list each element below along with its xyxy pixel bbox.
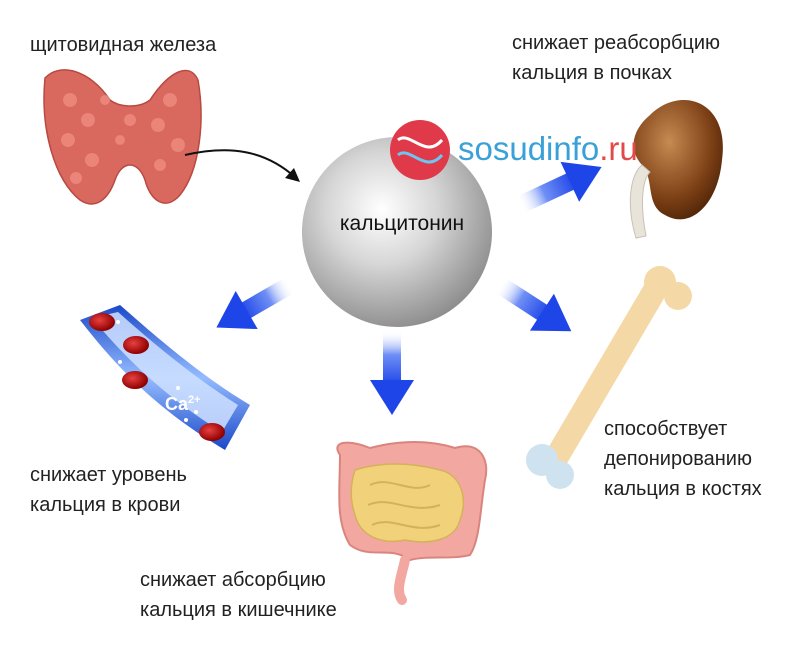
kidney-caption-line: кальция в почках (512, 62, 672, 84)
brand-name: sosudinfo (458, 130, 600, 167)
red-blood-cell (122, 371, 148, 389)
red-blood-cell (123, 336, 149, 354)
bone-caption-line: депонированию (604, 448, 752, 470)
calcium-ion-label: Ca2+ (165, 394, 201, 415)
intestine-caption-line: кальция в кишечнике (140, 599, 337, 621)
arrow-to-kidney (516, 161, 602, 214)
calcium-symbol: Ca (165, 394, 189, 414)
kidney-caption-line: снижает реабсорбцию (512, 32, 721, 54)
calcium-charge: 2+ (188, 394, 201, 406)
blood-caption-line: снижает уровень (30, 464, 187, 486)
bone-icon (526, 266, 692, 489)
bone-caption-line: кальция в костях (604, 478, 762, 500)
brand-tld: .ru (599, 130, 638, 167)
arrow-to-intestine (370, 330, 414, 415)
blood-caption-line: кальция в крови (30, 494, 181, 516)
intestine-icon (336, 441, 488, 605)
calcitonin-sphere (302, 137, 492, 327)
thyroid-arrowhead (285, 168, 300, 182)
thyroid-caption-line: щитовидная железа (30, 34, 217, 56)
arrow-to-bone (495, 277, 572, 332)
calcitonin-label: кальцитонин (339, 212, 465, 235)
red-blood-cell (89, 313, 115, 331)
intestine-caption-line: снижает абсорбцию (140, 569, 326, 591)
arrow-to-blood (216, 277, 295, 330)
thyroid-gland-icon (43, 69, 202, 205)
thyroid-caption: щитовидная железа (30, 30, 216, 60)
intestine-caption: снижает абсорбцию кальция в кишечнике (140, 565, 337, 625)
brand-watermark: sosudinfo.ru (458, 130, 638, 168)
red-blood-cell (199, 423, 225, 441)
blood-vessel-icon (80, 305, 250, 450)
blood-caption: снижает уровень кальция в крови (30, 460, 187, 520)
bone-caption-line: способствует (604, 418, 728, 440)
kidney-caption: снижает реабсорбцию кальция в почках (512, 28, 720, 88)
thyroid-to-calcitonin-arrow (184, 149, 297, 179)
brand-logo-icon (390, 120, 450, 180)
bone-caption: способствует депонированию кальция в кос… (604, 414, 762, 504)
kidney-icon (629, 100, 723, 239)
